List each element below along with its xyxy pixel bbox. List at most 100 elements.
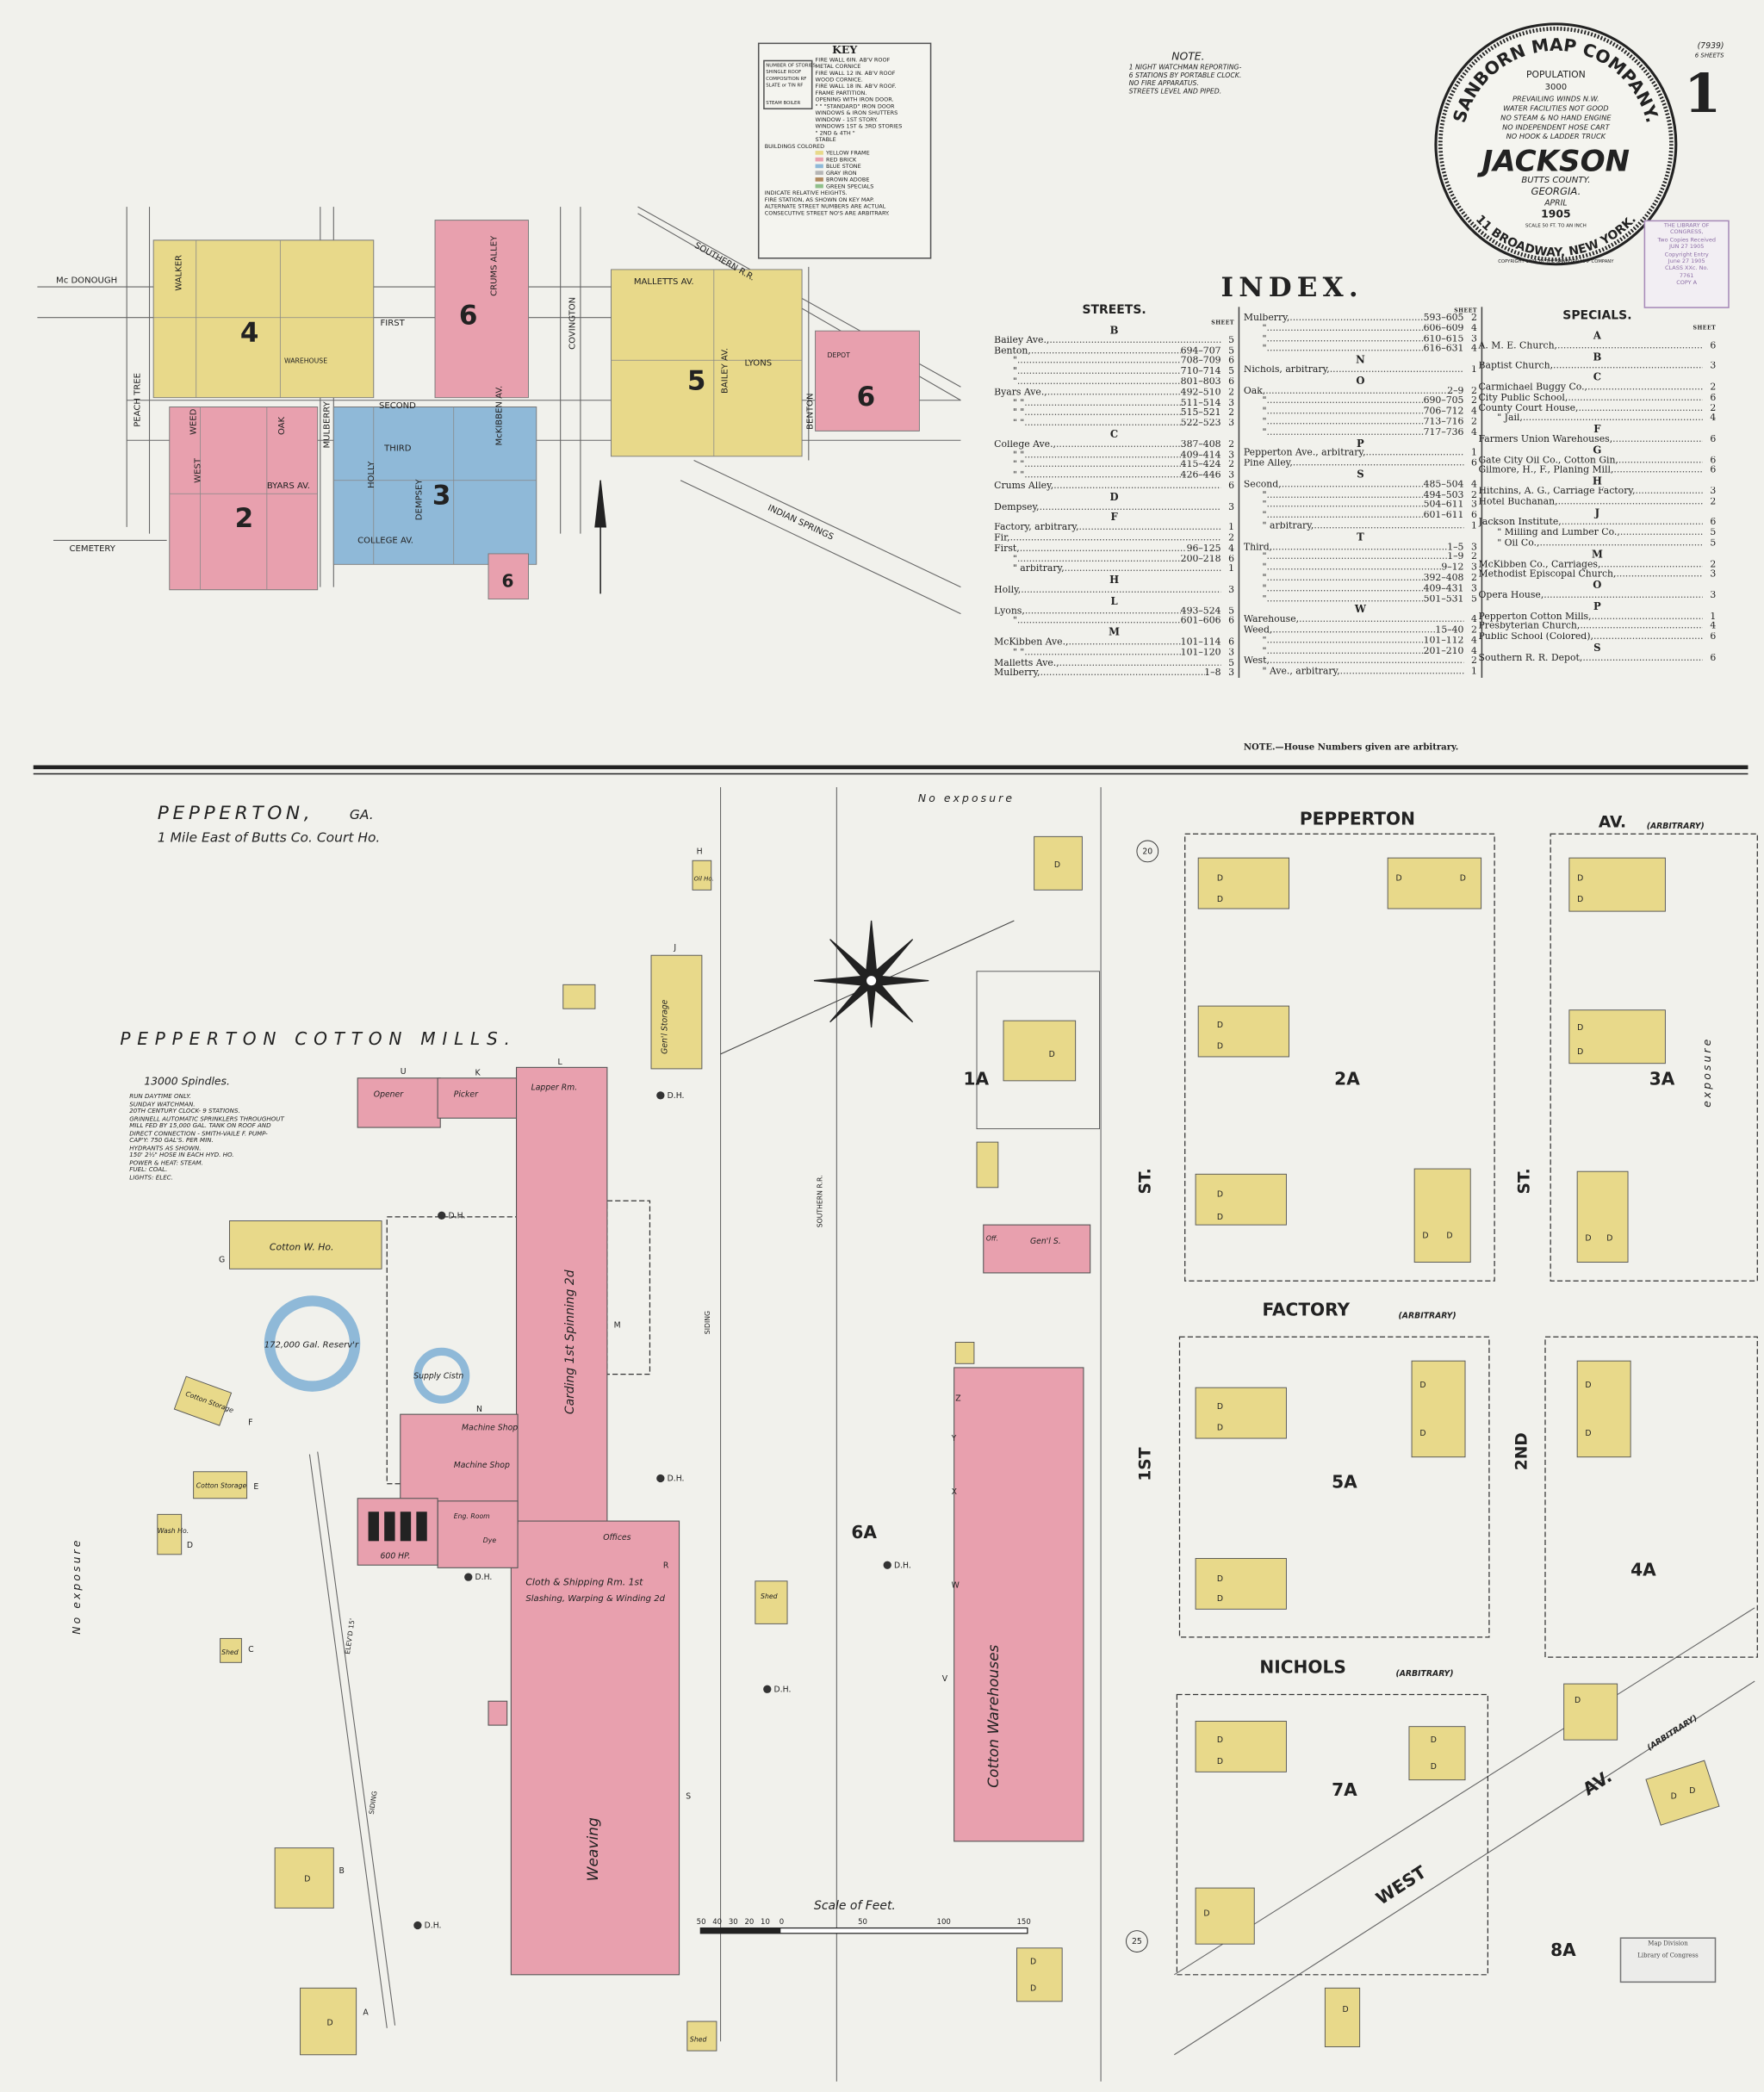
height-marker: 25: [1132, 1937, 1142, 1946]
hydrant-icon: [413, 1921, 422, 1930]
mill-note: POWER & HEAT: STEAM.: [129, 1160, 203, 1167]
entry-leader: [1618, 456, 1703, 466]
dwelling-marker: D: [1342, 2005, 1348, 2014]
entry-name: Pine Alley,: [1243, 459, 1293, 469]
entry-leader: [1024, 461, 1180, 471]
key-legend-item: " 2ND & 4TH ": [815, 129, 855, 137]
entry-leader: [1267, 584, 1424, 594]
entry-name: ": [1262, 324, 1267, 333]
building-label: Shed: [761, 1592, 778, 1600]
seal-note: WATER FACILITIES NOT GOOD: [1503, 104, 1608, 113]
entry-sheet: 3: [1471, 562, 1477, 573]
entry-leader: [1557, 341, 1703, 351]
index-letter: F: [1110, 511, 1118, 524]
entry-sheet: 4: [1710, 622, 1717, 632]
index-letter: A: [1593, 329, 1601, 342]
color-name: RED: [825, 156, 840, 164]
street-label: AV.: [1579, 1766, 1615, 1799]
entry-name: ": [1012, 357, 1017, 367]
sheet-header: SHEET: [1454, 307, 1477, 314]
street-label: BYARS AV.: [267, 481, 310, 491]
building-label: Gen'l S.: [1030, 1237, 1061, 1246]
entry-sheet: 3: [1228, 471, 1235, 481]
dwelling-marker: D: [1671, 1791, 1677, 1801]
entry-name: Farmers Union Warehouses,: [1478, 434, 1613, 444]
entry-name: ": [1262, 646, 1267, 656]
building-label: Gen'l Storage: [661, 999, 670, 1053]
index-letter: H: [1109, 574, 1120, 587]
stamp-line: CONGRESS,: [1669, 228, 1704, 236]
dwelling-marker: D: [1577, 1023, 1583, 1033]
entry-range: 409–414: [1180, 450, 1221, 460]
scale-tick: 10: [761, 1918, 770, 1927]
key-color-row: RED BRICK: [759, 156, 929, 163]
entry-leader: [1267, 418, 1424, 428]
building-letter: N: [476, 1405, 482, 1414]
entry-leader: [1024, 399, 1180, 409]
entry-name: Hotel Buchanan,: [1478, 497, 1558, 507]
entry-name: Opera House,: [1478, 591, 1544, 601]
entry-sheet: 4: [1710, 413, 1717, 424]
entry-leader: [1049, 336, 1221, 346]
index-entry: Third,1–53: [1244, 543, 1477, 553]
entry-range: 485–504: [1423, 480, 1464, 490]
entry-leader: [1021, 586, 1221, 596]
key-legend-item: " " "STANDARD" IRON DOOR: [815, 102, 895, 110]
color-swatch: [815, 171, 823, 175]
block-number: 5: [687, 365, 706, 396]
state-name: GEORGIA.: [1531, 185, 1581, 197]
population-label: POPULATION: [1526, 69, 1586, 80]
key-side-labels: NUMBER OF STORIES SHINGLE ROOF COMPOSITI…: [763, 59, 816, 110]
stamp-line: June 27 1905: [1668, 258, 1705, 264]
street-label: MULBERRY: [323, 400, 332, 448]
entry-leader: [1562, 518, 1703, 529]
entry-leader: [1612, 435, 1703, 445]
entry-range: 409–431: [1423, 584, 1464, 593]
index-entry: Crums Alley,6: [994, 481, 1234, 492]
entry-name: A. M. E. Church,: [1478, 341, 1558, 351]
building-letter: R: [663, 1561, 669, 1570]
building-label: 600 HP.: [381, 1551, 411, 1561]
railroad-label: SOUTHERN R.R.: [816, 1175, 823, 1227]
entry-leader: [1059, 659, 1221, 669]
entry-name: ": [1012, 367, 1017, 377]
entry-name: " Jail,: [1497, 413, 1523, 424]
mill-note: HYDRANTS AS SHOWN.: [129, 1145, 202, 1152]
dwelling-marker: D: [1217, 1042, 1223, 1052]
block-label: 4A: [1630, 1560, 1656, 1580]
index-letter: S: [1357, 468, 1364, 481]
block-label: 7A: [1332, 1779, 1357, 1800]
index-entry: Fir,2: [994, 534, 1234, 544]
hydrant-label: D.H.: [425, 1921, 442, 1931]
scale-tick: 0: [780, 1918, 784, 1927]
color-name: GREEN: [825, 183, 848, 189]
street-label: SECOND: [379, 401, 416, 411]
hydrant-label: D.H.: [894, 1561, 911, 1570]
entry-leader: [1270, 657, 1464, 667]
mill-note: DIRECT CONNECTION - SMITH-VAILE F. PUMP-: [129, 1130, 268, 1138]
entry-leader: [1017, 377, 1181, 388]
dwelling-marker: D: [1217, 1402, 1223, 1412]
index-entry: Malletts Ave.,5: [994, 659, 1234, 669]
entry-sheet: 3: [1228, 668, 1235, 679]
entry-leader: [1267, 397, 1424, 407]
entry-range: 387–408: [1180, 439, 1221, 450]
index-entry: "9–123: [1244, 563, 1477, 574]
entry-leader: [1267, 500, 1424, 511]
entry-leader: [1079, 524, 1221, 534]
entry-sheet: 2: [1471, 552, 1477, 562]
street-label: BAILEY AV.: [720, 348, 730, 394]
color-material: SPECIALS: [847, 183, 874, 189]
street-label: CRUMS ALLEY: [489, 235, 499, 296]
key-side-label: STEAM BOILER: [766, 100, 801, 106]
building-letter: G: [219, 1256, 225, 1265]
sheet-number: 1: [1684, 62, 1721, 125]
entry-leader: [1017, 367, 1181, 377]
pepperton-block-labels: 1A 2A 3A 4A 5A 6A 7A 8A: [851, 1068, 1674, 1960]
key-legend-item: FRAME PARTITION.: [815, 89, 867, 96]
pepperton-map: [157, 480, 1758, 2082]
